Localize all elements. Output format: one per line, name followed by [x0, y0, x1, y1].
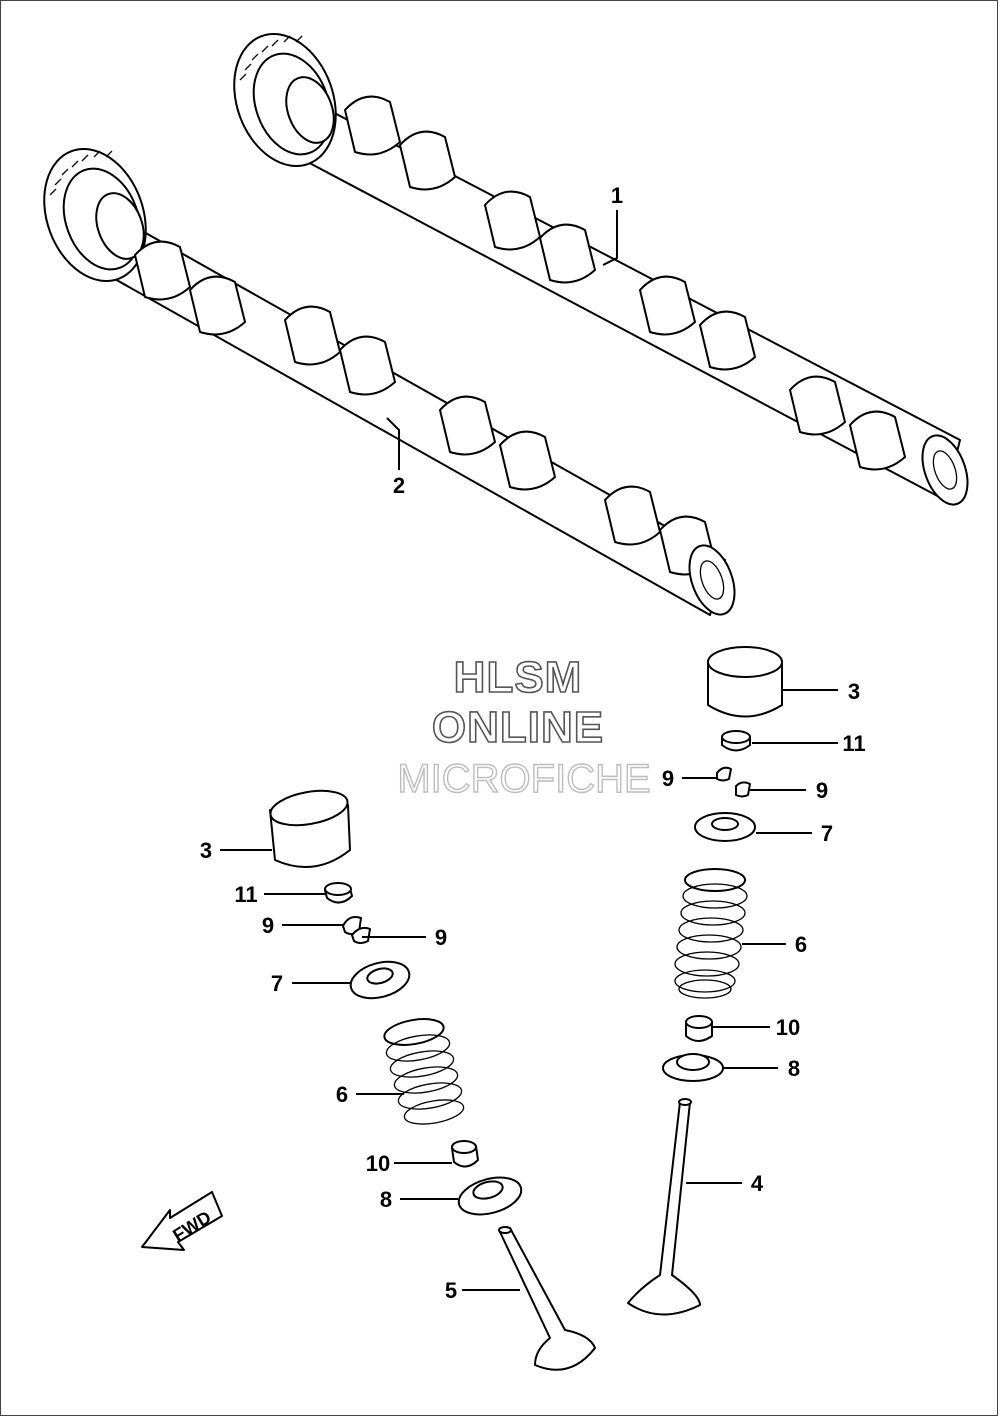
callout-cotter-left-b: 9 [435, 925, 447, 950]
spring-left[interactable] [382, 1015, 465, 1128]
valve-right[interactable] [627, 1098, 701, 1316]
watermark: HLSM ONLINE MICROFICHE [397, 652, 652, 802]
valve-left[interactable] [498, 1226, 596, 1371]
callout-seal-left: 10 [366, 1151, 390, 1176]
watermark-line-3: MICROFICHE [397, 757, 650, 801]
callout-camshaft-2: 2 [393, 473, 405, 498]
callout-cotter-left-a: 9 [262, 913, 274, 938]
callout-cotter-right-b: 9 [816, 778, 828, 803]
camshaft-1[interactable] [217, 20, 976, 511]
seat-right[interactable] [662, 1053, 724, 1082]
callout-seat-right: 8 [788, 1056, 800, 1081]
callout-valve-right: 4 [751, 1171, 764, 1196]
callout-camshaft-1: 1 [611, 183, 623, 208]
callout-retainer-right: 7 [821, 821, 833, 846]
callout-shim-right: 11 [842, 731, 865, 756]
callout-valve-left: 5 [445, 1278, 457, 1303]
callout-cotter-right-a: 9 [662, 766, 674, 791]
shim-right[interactable] [721, 730, 751, 752]
callout-tappet-right: 3 [848, 679, 860, 704]
seat-left[interactable] [455, 1171, 526, 1220]
callout-retainer-left: 7 [271, 971, 283, 996]
retainer-left[interactable] [347, 956, 414, 1004]
camshaft-2[interactable] [27, 135, 743, 621]
watermark-line-1: HLSM [454, 653, 583, 702]
watermark-line-2: ONLINE [432, 703, 604, 752]
callout-shim-left: 11 [234, 882, 257, 907]
callout-seal-right: 10 [776, 1015, 800, 1040]
callout-seat-left: 8 [380, 1187, 392, 1212]
callout-spring-left: 6 [336, 1082, 348, 1107]
callout-tappet-left: 3 [200, 838, 212, 863]
callout-labels: 1 2 3 11 9 9 7 6 10 8 4 3 11 9 9 7 6 10 … [200, 183, 866, 1303]
tappet-left[interactable] [268, 785, 351, 869]
seal-left[interactable] [451, 1140, 479, 1168]
seal-right[interactable] [685, 1015, 713, 1042]
cotter-left-b[interactable] [351, 926, 371, 944]
fwd-arrow: FWD [141, 1191, 223, 1251]
callout-spring-right: 6 [795, 932, 807, 957]
cotter-right-b[interactable] [735, 781, 751, 798]
cotter-right-a[interactable] [716, 766, 732, 782]
tappet-right[interactable] [707, 646, 783, 718]
spring-right[interactable] [674, 868, 748, 999]
shim-left[interactable] [324, 882, 353, 904]
retainer-right[interactable] [694, 812, 756, 842]
